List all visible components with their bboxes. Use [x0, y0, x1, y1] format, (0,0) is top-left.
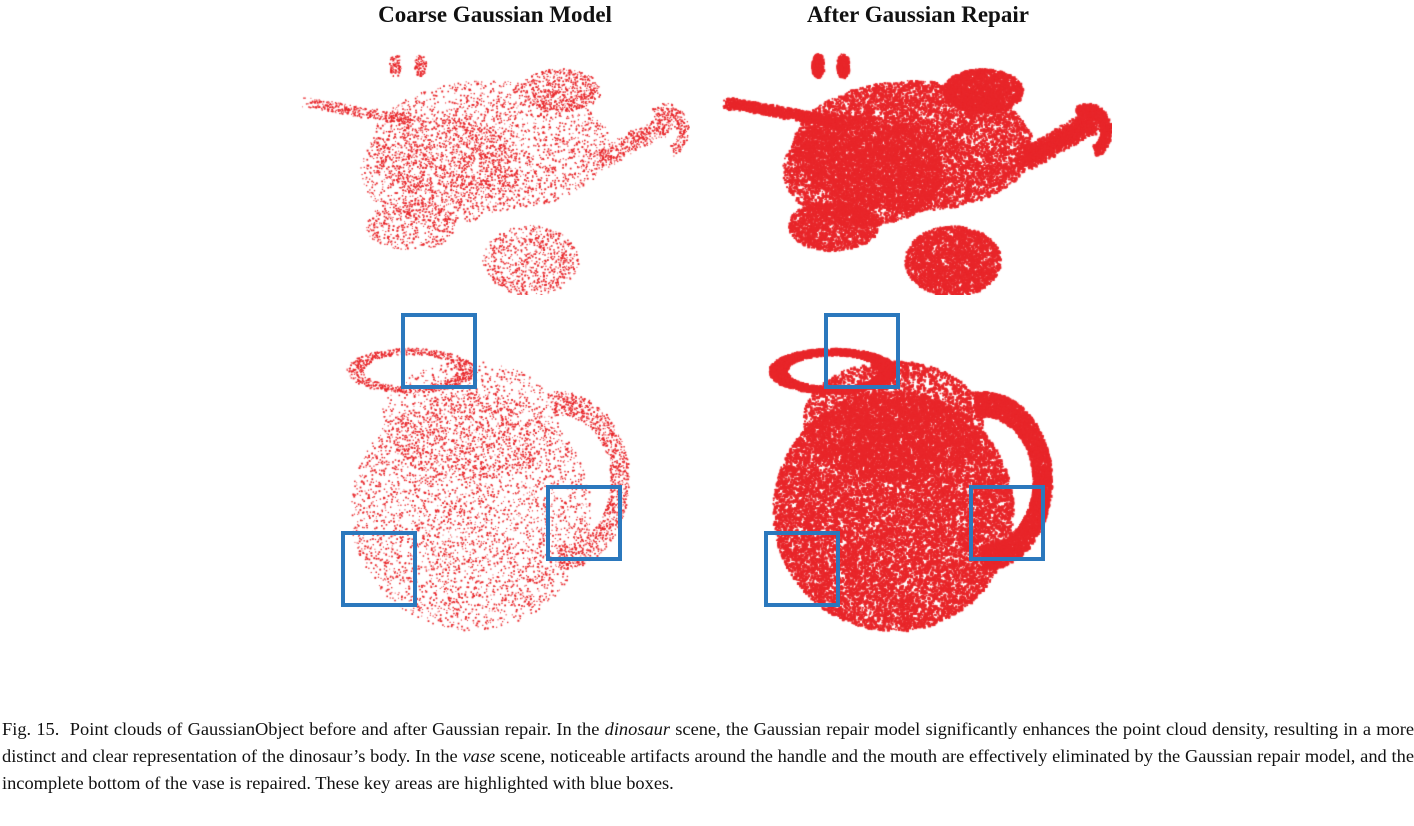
- dinosaur-repaired-canvas: [722, 50, 1112, 295]
- column-title-repair: After Gaussian Repair: [807, 2, 1029, 27]
- figure-caption: Fig. 15. Point clouds of GaussianObject …: [2, 716, 1414, 797]
- caption-emphasis-dinosaur: dinosaur: [604, 719, 671, 739]
- vase-point-cloud-coarse: [330, 310, 660, 650]
- caption-label: Fig. 15.: [2, 719, 60, 739]
- caption-emphasis-vase: vase: [462, 746, 496, 766]
- highlight-box-mouth-repaired: [824, 313, 900, 389]
- caption-text-1: Point clouds of GaussianObject before an…: [69, 719, 605, 739]
- caption-text-2: scene, the Gaussian repair model signifi…: [2, 719, 1414, 766]
- vase-repaired-canvas: [752, 310, 1082, 650]
- highlight-box-bottom-coarse: [341, 531, 417, 607]
- column-title-coarse: Coarse Gaussian Model: [378, 2, 612, 27]
- vase-point-cloud-repaired: [752, 310, 1082, 650]
- dinosaur-coarse-canvas: [300, 50, 690, 295]
- highlight-box-mouth-coarse: [401, 313, 477, 389]
- highlight-box-handle-repaired: [969, 485, 1045, 561]
- highlight-box-handle-coarse: [546, 485, 622, 561]
- vase-coarse-canvas: [330, 310, 660, 650]
- dinosaur-point-cloud-repaired: [722, 50, 1112, 295]
- caption-text-3: scene, noticeable artifacts around the h…: [2, 746, 1414, 793]
- highlight-box-bottom-repaired: [764, 531, 840, 607]
- dinosaur-point-cloud-coarse: [300, 50, 690, 295]
